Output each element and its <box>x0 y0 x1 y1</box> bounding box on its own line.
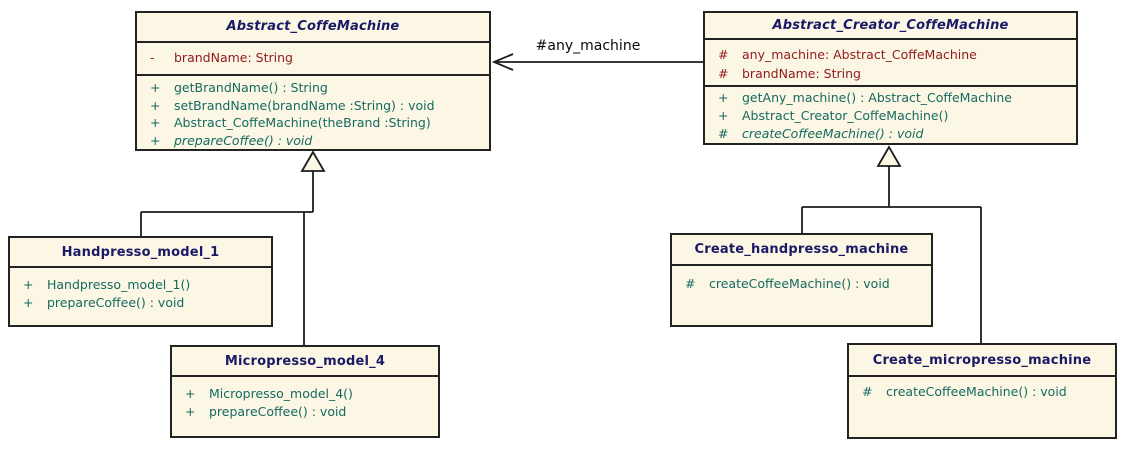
generalization-triangle-left-icon <box>300 150 326 172</box>
method-row: + Handpresso_model_1() <box>10 276 271 294</box>
method-text: getBrandName() : String <box>174 80 328 95</box>
attribute-row: - brandName: String <box>137 49 489 67</box>
method-row: + getBrandName() : String <box>137 79 489 97</box>
method-text: createCoffeeMachine() : void <box>742 126 924 141</box>
visibility-sign: + <box>185 404 196 419</box>
method-text: setBrandName(brandName :String) : void <box>174 97 435 113</box>
visibility-sign: + <box>718 108 729 123</box>
method-row: # createCoffeeMachine() : void <box>849 383 1115 401</box>
attributes-compartment: # any_machine: Abstract_CoffeMachine # b… <box>705 40 1076 87</box>
class-create-micropresso-machine[interactable]: Create_micropresso_machine # createCoffe… <box>847 343 1117 439</box>
visibility-sign: + <box>23 277 34 292</box>
generalization-triangle-right-icon <box>876 145 902 167</box>
visibility-sign: - <box>150 49 155 65</box>
class-title: Create_micropresso_machine <box>849 345 1115 377</box>
method-text: Handpresso_model_1() <box>47 277 191 292</box>
class-title: Create_handpresso_machine <box>672 235 931 266</box>
class-micropresso-model-4[interactable]: Micropresso_model_4 + Micropresso_model_… <box>170 345 440 438</box>
visibility-sign: # <box>862 384 873 399</box>
method-text: prepareCoffee() : void <box>47 295 185 310</box>
method-text: Abstract_CoffeMachine(theBrand :String) <box>174 115 431 130</box>
class-title: Handpresso_model_1 <box>10 238 271 268</box>
method-row: + Abstract_CoffeMachine(theBrand :String… <box>137 114 489 132</box>
class-title: Abstract_CoffeMachine <box>137 13 489 43</box>
class-abstract-creator-coffemachine[interactable]: Abstract_Creator_CoffeMachine # any_mach… <box>703 11 1078 145</box>
method-row: + getAny_machine() : Abstract_CoffeMachi… <box>705 89 1076 107</box>
visibility-sign: # <box>685 276 696 291</box>
attribute-text: brandName: String <box>742 66 861 82</box>
method-text: createCoffeeMachine() : void <box>709 276 890 291</box>
method-text: getAny_machine() : Abstract_CoffeMachine <box>742 90 1013 105</box>
method-text: Micropresso_model_4() <box>209 386 353 401</box>
method-row: + prepareCoffee() : void <box>10 294 271 312</box>
visibility-sign: + <box>23 295 34 310</box>
class-handpresso-model-1[interactable]: Handpresso_model_1 + Handpresso_model_1(… <box>8 236 273 327</box>
class-title: Abstract_Creator_CoffeMachine <box>705 13 1076 41</box>
method-row: + setBrandName(brandName :String) : void <box>137 97 489 115</box>
visibility-sign: + <box>718 90 729 105</box>
visibility-sign: + <box>150 97 161 113</box>
attribute-text: brandName: String <box>174 49 293 65</box>
methods-compartment: + getAny_machine() : Abstract_CoffeMachi… <box>705 87 1076 143</box>
attributes-compartment: - brandName: String <box>137 43 489 76</box>
visibility-sign: # <box>718 47 729 63</box>
class-create-handpresso-machine[interactable]: Create_handpresso_machine # createCoffee… <box>670 233 933 327</box>
method-row: + Abstract_Creator_CoffeMachine() <box>705 107 1076 125</box>
methods-compartment: + Micropresso_model_4() + prepareCoffee(… <box>172 377 438 436</box>
attribute-row: # any_machine: Abstract_CoffeMachine <box>705 45 1076 64</box>
methods-compartment: + Handpresso_model_1() + prepareCoffee()… <box>10 268 271 325</box>
visibility-sign: + <box>150 115 161 130</box>
method-row: + Micropresso_model_4() <box>172 385 438 403</box>
association-label: #any_machine <box>535 38 641 54</box>
methods-compartment: # createCoffeeMachine() : void <box>849 377 1115 437</box>
visibility-sign: + <box>185 386 196 401</box>
method-text: createCoffeeMachine() : void <box>886 384 1067 399</box>
method-row: + prepareCoffee() : void <box>137 132 489 150</box>
methods-compartment: # createCoffeeMachine() : void <box>672 266 931 325</box>
method-row: + prepareCoffee() : void <box>172 403 438 421</box>
methods-compartment: + getBrandName() : String + setBrandName… <box>137 76 489 149</box>
class-abstract-coffemachine[interactable]: Abstract_CoffeMachine - brandName: Strin… <box>135 11 491 151</box>
visibility-sign: + <box>150 132 161 148</box>
method-text: Abstract_Creator_CoffeMachine() <box>742 108 949 123</box>
attribute-text: any_machine: Abstract_CoffeMachine <box>742 47 977 63</box>
visibility-sign: # <box>718 66 729 82</box>
visibility-sign: + <box>150 80 161 95</box>
association-open-arrowhead-icon <box>491 53 514 71</box>
visibility-sign: # <box>718 126 729 141</box>
method-text: prepareCoffee() : void <box>174 132 313 148</box>
method-row: # createCoffeeMachine() : void <box>705 125 1076 143</box>
method-text: prepareCoffee() : void <box>209 404 347 419</box>
method-row: # createCoffeeMachine() : void <box>672 275 931 293</box>
class-title: Micropresso_model_4 <box>172 347 438 377</box>
attribute-row: # brandName: String <box>705 64 1076 83</box>
